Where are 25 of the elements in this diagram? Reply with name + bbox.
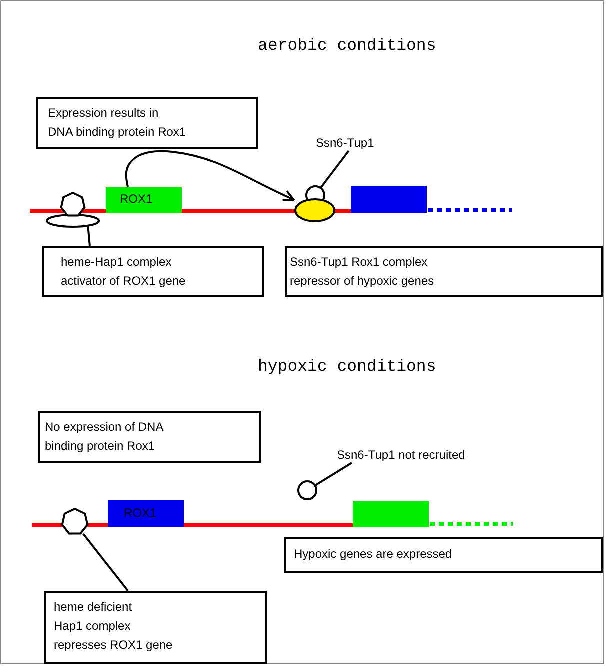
section-heading: aerobic conditions: [258, 36, 436, 55]
text-box: [36, 97, 258, 149]
gene-label: ROX1: [120, 192, 153, 206]
leader-line: [320, 150, 350, 189]
text-box: [38, 411, 261, 463]
box-text: Ssn6-Tup1 Rox1 complex repressor of hypoxic genes: [290, 254, 436, 290]
gene-block: [106, 187, 182, 213]
box-text: No expression of DNA binding protein Rox1: [45, 419, 165, 455]
leader-line: [82, 533, 129, 592]
section-heading: hypoxic conditions: [258, 357, 436, 376]
box-text: Expression results in DNA binding protein Rox1: [48, 105, 188, 141]
box-text: heme deficient Hap1 complex represses ROX1 gene: [54, 599, 174, 654]
arrow: [125, 150, 295, 202]
leader-line: [315, 462, 353, 486]
leader-line: [87, 226, 91, 246]
protein-label: Ssn6-Tup1 not recruited: [337, 448, 466, 462]
text-box: [284, 537, 603, 573]
protein-label: Ssn6-Tup1: [316, 136, 374, 150]
text-box: [42, 246, 264, 297]
gene-block: [108, 500, 184, 527]
text-box: [285, 246, 603, 297]
text-box: [44, 591, 267, 664]
box-text: Hypoxic genes are expressed: [294, 546, 454, 563]
box-text: heme-Hap1 complex activator of ROX1 gene: [61, 254, 187, 290]
gene-label: ROX1: [124, 506, 157, 520]
